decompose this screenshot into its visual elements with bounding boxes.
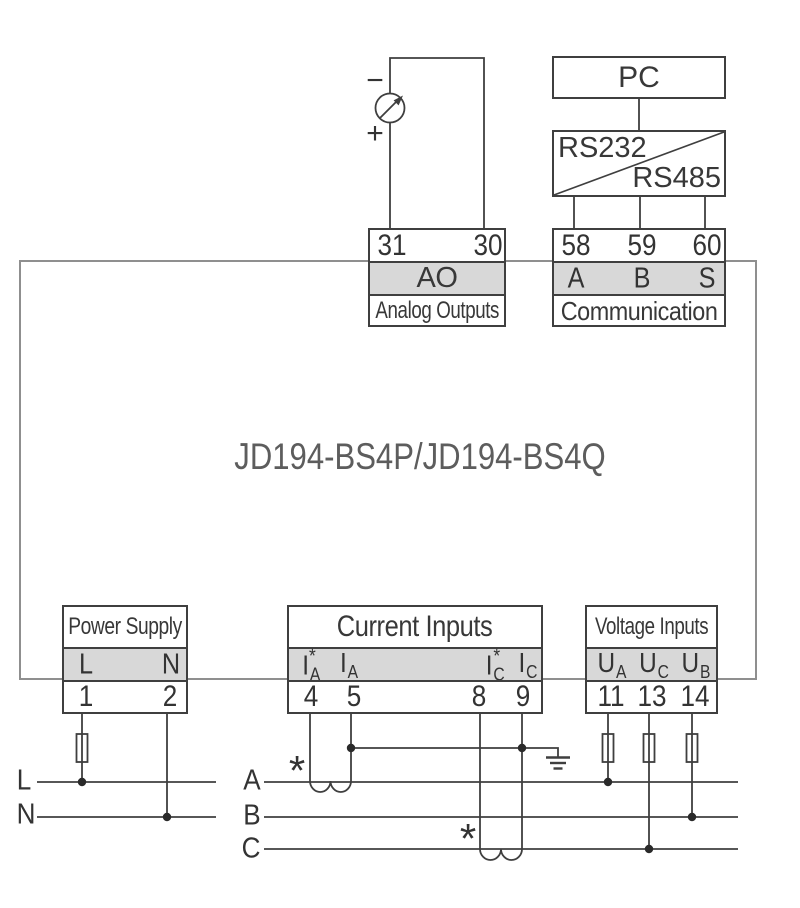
terminal-13-label: 13 (637, 680, 667, 713)
terminal-B-label: B (633, 262, 651, 294)
rs485-label: RS485 (632, 162, 721, 194)
meter-minus-sign: − (366, 64, 384, 97)
junction-dot (346, 743, 356, 753)
terminal-31-label: 31 (377, 228, 407, 262)
terminal-UC-label: UC (639, 646, 669, 682)
terminal-60-label: 60 (692, 228, 722, 262)
junction-dot (687, 812, 697, 822)
terminal-N-label: N (161, 648, 181, 680)
feeder-label-L: L (16, 764, 32, 797)
converter-diagonal (554, 132, 724, 195)
ao-name-label: Analog Outputs (375, 296, 499, 324)
ao-terminal-numbers-row: 31 30 (370, 230, 504, 261)
terminal-5-label: 5 (346, 680, 362, 713)
terminal-IA-label: IA (339, 646, 359, 682)
junction-dot (162, 812, 172, 822)
junction-dot (77, 777, 87, 787)
power-supply-letters-row: L N (64, 647, 186, 680)
fuse-icon (75, 733, 89, 763)
voltage-inputs-title: Voltage Inputs (594, 613, 709, 640)
terminal-58-label: 58 (561, 228, 591, 262)
ao-code-row: AO (370, 261, 504, 294)
feeder-label-A: A (243, 764, 261, 797)
current-inputs-title-row: Current Inputs (289, 607, 541, 647)
terminal-IA-star-label: IA* (302, 645, 321, 684)
power-supply-title-row: Power Supply (64, 607, 186, 647)
terminal-9-label: 9 (515, 680, 531, 713)
power-supply-numbers-row: 1 2 (64, 680, 186, 712)
terminal-14-label: 14 (680, 680, 710, 713)
terminal-S-label: S (698, 262, 716, 294)
ct-polarity-mark-a: * (288, 747, 306, 794)
feeder-label-C: C (241, 832, 261, 865)
communication-terminal-block: 58 59 60 A B S Communication (552, 228, 726, 327)
terminal-L-label: L (78, 648, 94, 680)
terminal-A-label: A (567, 262, 585, 294)
earth-ground-icon (546, 756, 570, 770)
device-model-label: JD194-BS4P/JD194-BS4Q (234, 436, 606, 477)
wire-ground-link (351, 747, 559, 757)
terminal-IC-star-label: IC* (485, 645, 505, 684)
terminal-1-label: 1 (78, 680, 94, 713)
current-inputs-terminal-block: Current Inputs IA* IA IC* IC 4 5 8 9 (287, 605, 543, 714)
fuse-icon (642, 733, 656, 763)
comm-name-row: Communication (554, 294, 724, 325)
comm-letters-row: A B S (554, 261, 724, 294)
power-supply-title: Power Supply (68, 613, 182, 640)
terminal-4-label: 4 (303, 680, 319, 713)
junction-dot (517, 743, 527, 753)
terminal-IC-label: IC (518, 646, 538, 682)
fuse-icon (685, 733, 699, 763)
current-inputs-labels-row: IA* IA IC* IC (289, 645, 541, 684)
analog-outputs-terminal-block: 31 30 AO Analog Outputs (368, 228, 506, 327)
terminal-2-label: 2 (162, 680, 178, 713)
voltage-inputs-title-row: Voltage Inputs (587, 607, 716, 647)
voltage-inputs-labels-row: UA UC UB (587, 646, 716, 682)
terminal-UA-label: UA (597, 646, 627, 682)
current-transformer-icon (479, 714, 523, 861)
ao-code-label: AO (416, 262, 458, 294)
junction-dot (644, 844, 654, 854)
pc-label: PC (618, 60, 660, 94)
pc-box: PC (552, 56, 726, 99)
current-transformer-icon (309, 714, 352, 793)
fuse-icon (601, 733, 615, 763)
terminal-59-label: 59 (627, 228, 657, 262)
feeder-label-B: B (243, 799, 261, 832)
ct-polarity-mark-c: * (459, 815, 477, 862)
current-inputs-title: Current Inputs (337, 610, 493, 643)
comm-terminal-numbers-row: 58 59 60 (554, 230, 724, 261)
terminal-30-label: 30 (473, 228, 503, 262)
feeder-label-N: N (16, 798, 36, 831)
current-inputs-numbers-row: 4 5 8 9 (289, 680, 541, 712)
rs-converter-box: RS232 RS485 (552, 130, 726, 197)
junction-dot (603, 777, 613, 787)
analog-meter-icon (374, 92, 406, 124)
terminal-8-label: 8 (471, 680, 487, 713)
voltage-inputs-numbers-row: 11 13 14 (587, 680, 716, 712)
communication-label: Communication (560, 295, 718, 326)
terminal-11-label: 11 (597, 680, 625, 713)
meter-plus-sign: + (366, 117, 384, 150)
wire-meter-to-30 (389, 57, 485, 228)
power-supply-terminal-block: Power Supply L N 1 2 (62, 605, 188, 714)
terminal-UB-label: UB (681, 646, 711, 682)
ao-name-row: Analog Outputs (370, 294, 504, 325)
voltage-inputs-terminal-block: Voltage Inputs UA UC UB 11 13 14 (585, 605, 718, 714)
rs232-label: RS232 (558, 132, 647, 164)
